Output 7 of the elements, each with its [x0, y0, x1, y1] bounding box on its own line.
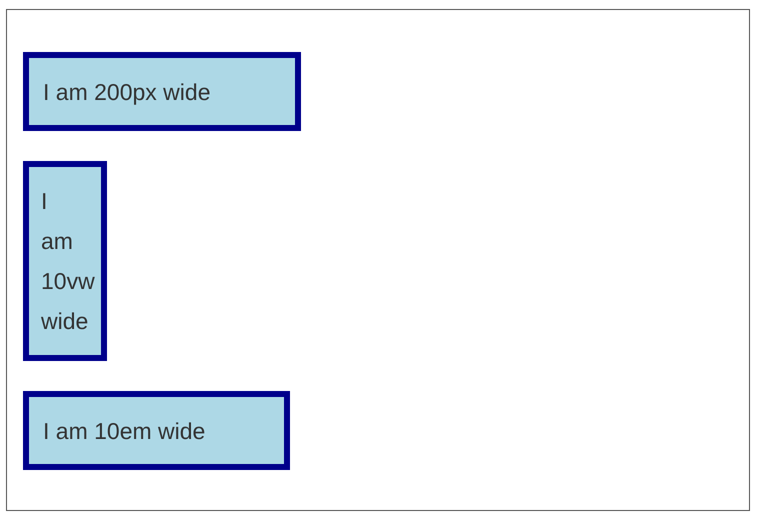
width-demo-box: [23, 391, 290, 470]
box-text: I am 10em wide: [43, 416, 206, 446]
box-text: I am 200px wide: [43, 78, 210, 107]
frame-border: [6, 9, 750, 511]
box-text: I am 10vw wide: [41, 187, 96, 336]
width-demo-box: [23, 161, 107, 361]
width-demo-box: [23, 52, 301, 131]
